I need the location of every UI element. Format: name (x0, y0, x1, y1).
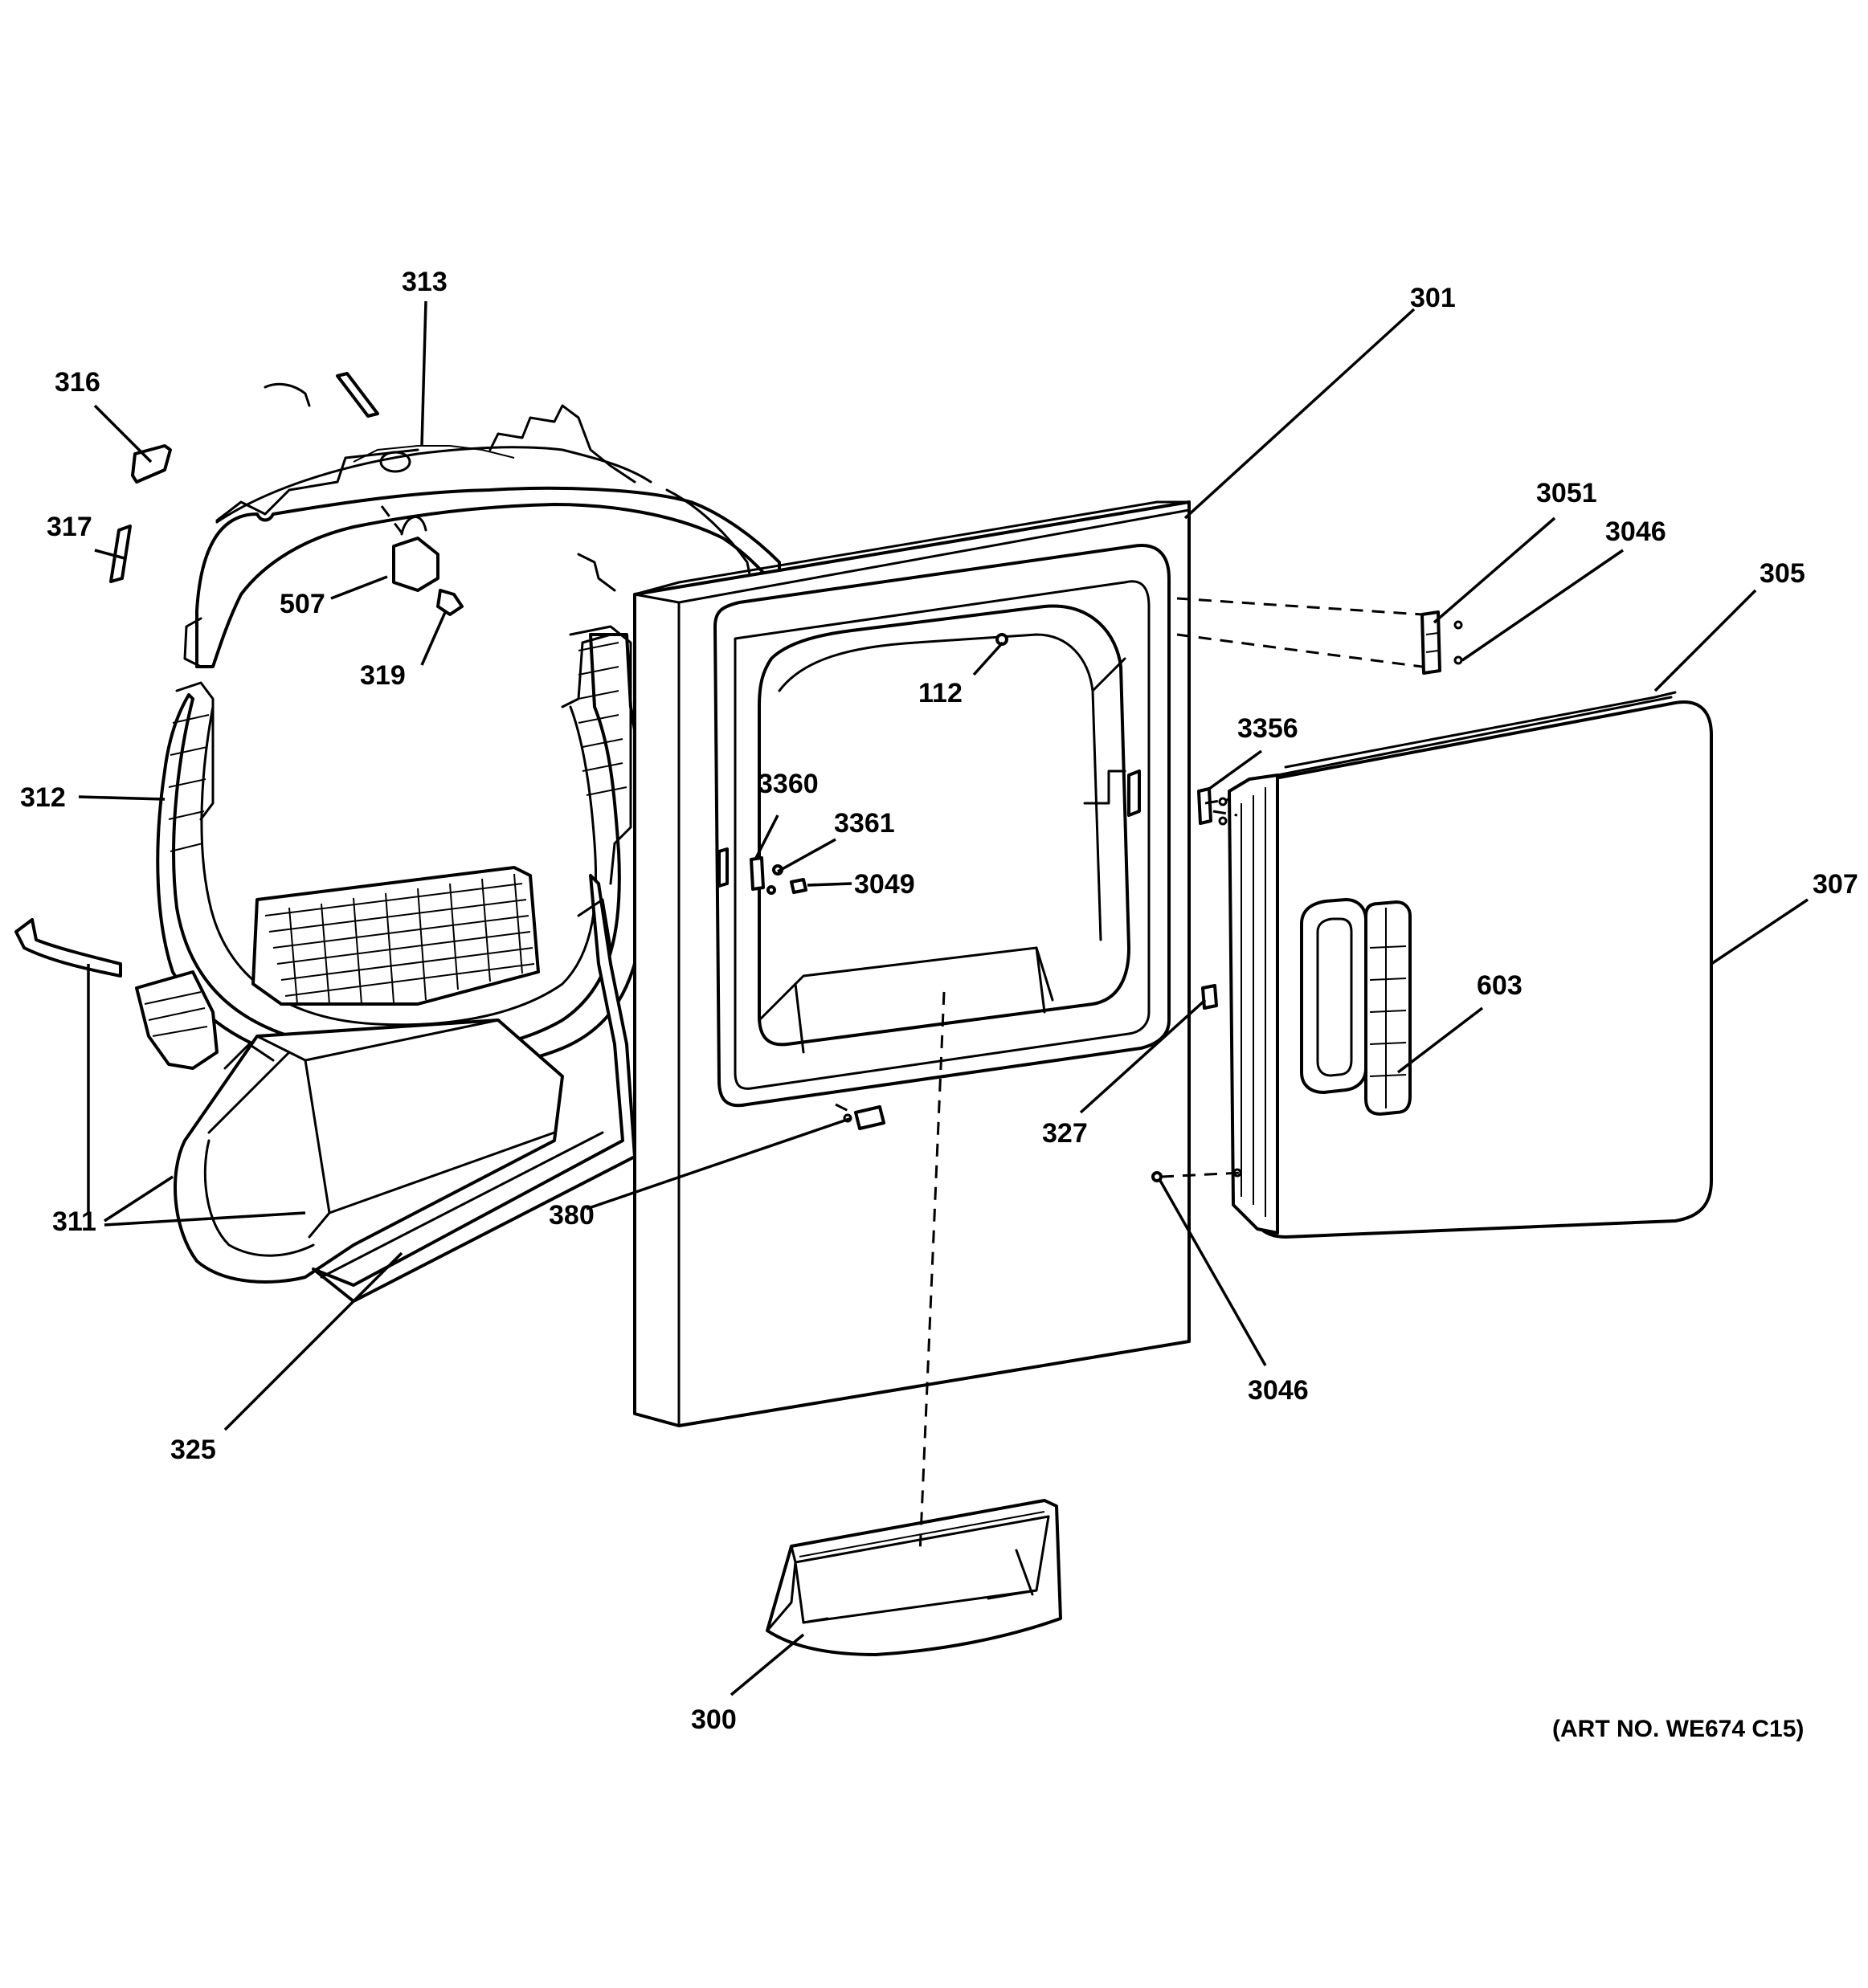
callout-327: 327 (1042, 1118, 1088, 1149)
callout-300: 300 (691, 1704, 737, 1735)
front-panel-301 (633, 500, 1228, 1427)
callout-603: 603 (1477, 970, 1523, 1001)
callout-3046-top: 3046 (1605, 516, 1666, 547)
part-3360-screw (766, 885, 776, 895)
callout-112: 112 (918, 678, 963, 708)
lint-filter-300 (766, 1499, 1062, 1656)
part-380-switch (854, 1105, 885, 1130)
front-panel-door-opening (758, 604, 1130, 1047)
explode-lines (835, 597, 1423, 1555)
part-316-clip (131, 444, 172, 484)
callout-labels: 313 316 317 507 319 312 311 325 301 112 … (20, 267, 1858, 1742)
part-311-strip (14, 918, 122, 978)
callout-307: 307 (1813, 869, 1858, 900)
callout-301: 301 (1410, 283, 1456, 313)
callout-507: 507 (280, 589, 325, 619)
part-327-switch (1201, 984, 1218, 1010)
callout-380: 380 (549, 1200, 595, 1231)
callout-317: 317 (47, 512, 92, 542)
callout-3356: 3356 (1237, 713, 1298, 744)
callout-305: 305 (1760, 558, 1805, 589)
bulkhead-assembly (14, 372, 781, 1303)
callout-3051: 3051 (1536, 478, 1597, 508)
lint-filter-body (766, 1499, 1062, 1656)
part-319-screw (436, 589, 464, 616)
callout-316: 316 (55, 367, 100, 398)
part-317-strip (109, 525, 132, 583)
duct-seal-frame (312, 874, 636, 1303)
part-wire-clip (264, 382, 311, 407)
callout-325: 325 (170, 1435, 216, 1465)
art-number: (ART NO. WE674 C15) (1552, 1716, 1804, 1742)
callout-313: 313 (402, 267, 448, 297)
door-307 (1228, 610, 1713, 1239)
part-3049-plug (790, 878, 807, 894)
leader-lines (78, 300, 1809, 1696)
part-507-thermostat (392, 537, 439, 592)
part-603-handle (1364, 900, 1412, 1116)
part-top-strip (336, 372, 379, 418)
strike-slot (717, 847, 729, 888)
callout-319: 319 (360, 660, 406, 691)
callout-3049: 3049 (854, 869, 915, 900)
callout-311: 311 (52, 1206, 96, 1237)
callout-3361: 3361 (834, 808, 895, 839)
bulkhead-upper-arc (195, 486, 781, 668)
part-3051-hinge (1420, 610, 1441, 675)
callout-3046-bottom: 3046 (1248, 1375, 1309, 1406)
door-handle-bezel (1300, 898, 1367, 1094)
part-3360-latch (750, 856, 765, 891)
duct-connector (135, 970, 219, 1070)
callout-312: 312 (20, 782, 66, 813)
part-3356-hinge (1197, 787, 1212, 825)
lint-grille-fins (251, 866, 540, 1006)
lint-duct (174, 1018, 564, 1284)
callout-3360: 3360 (758, 769, 819, 799)
hinge-slot (1127, 769, 1141, 817)
